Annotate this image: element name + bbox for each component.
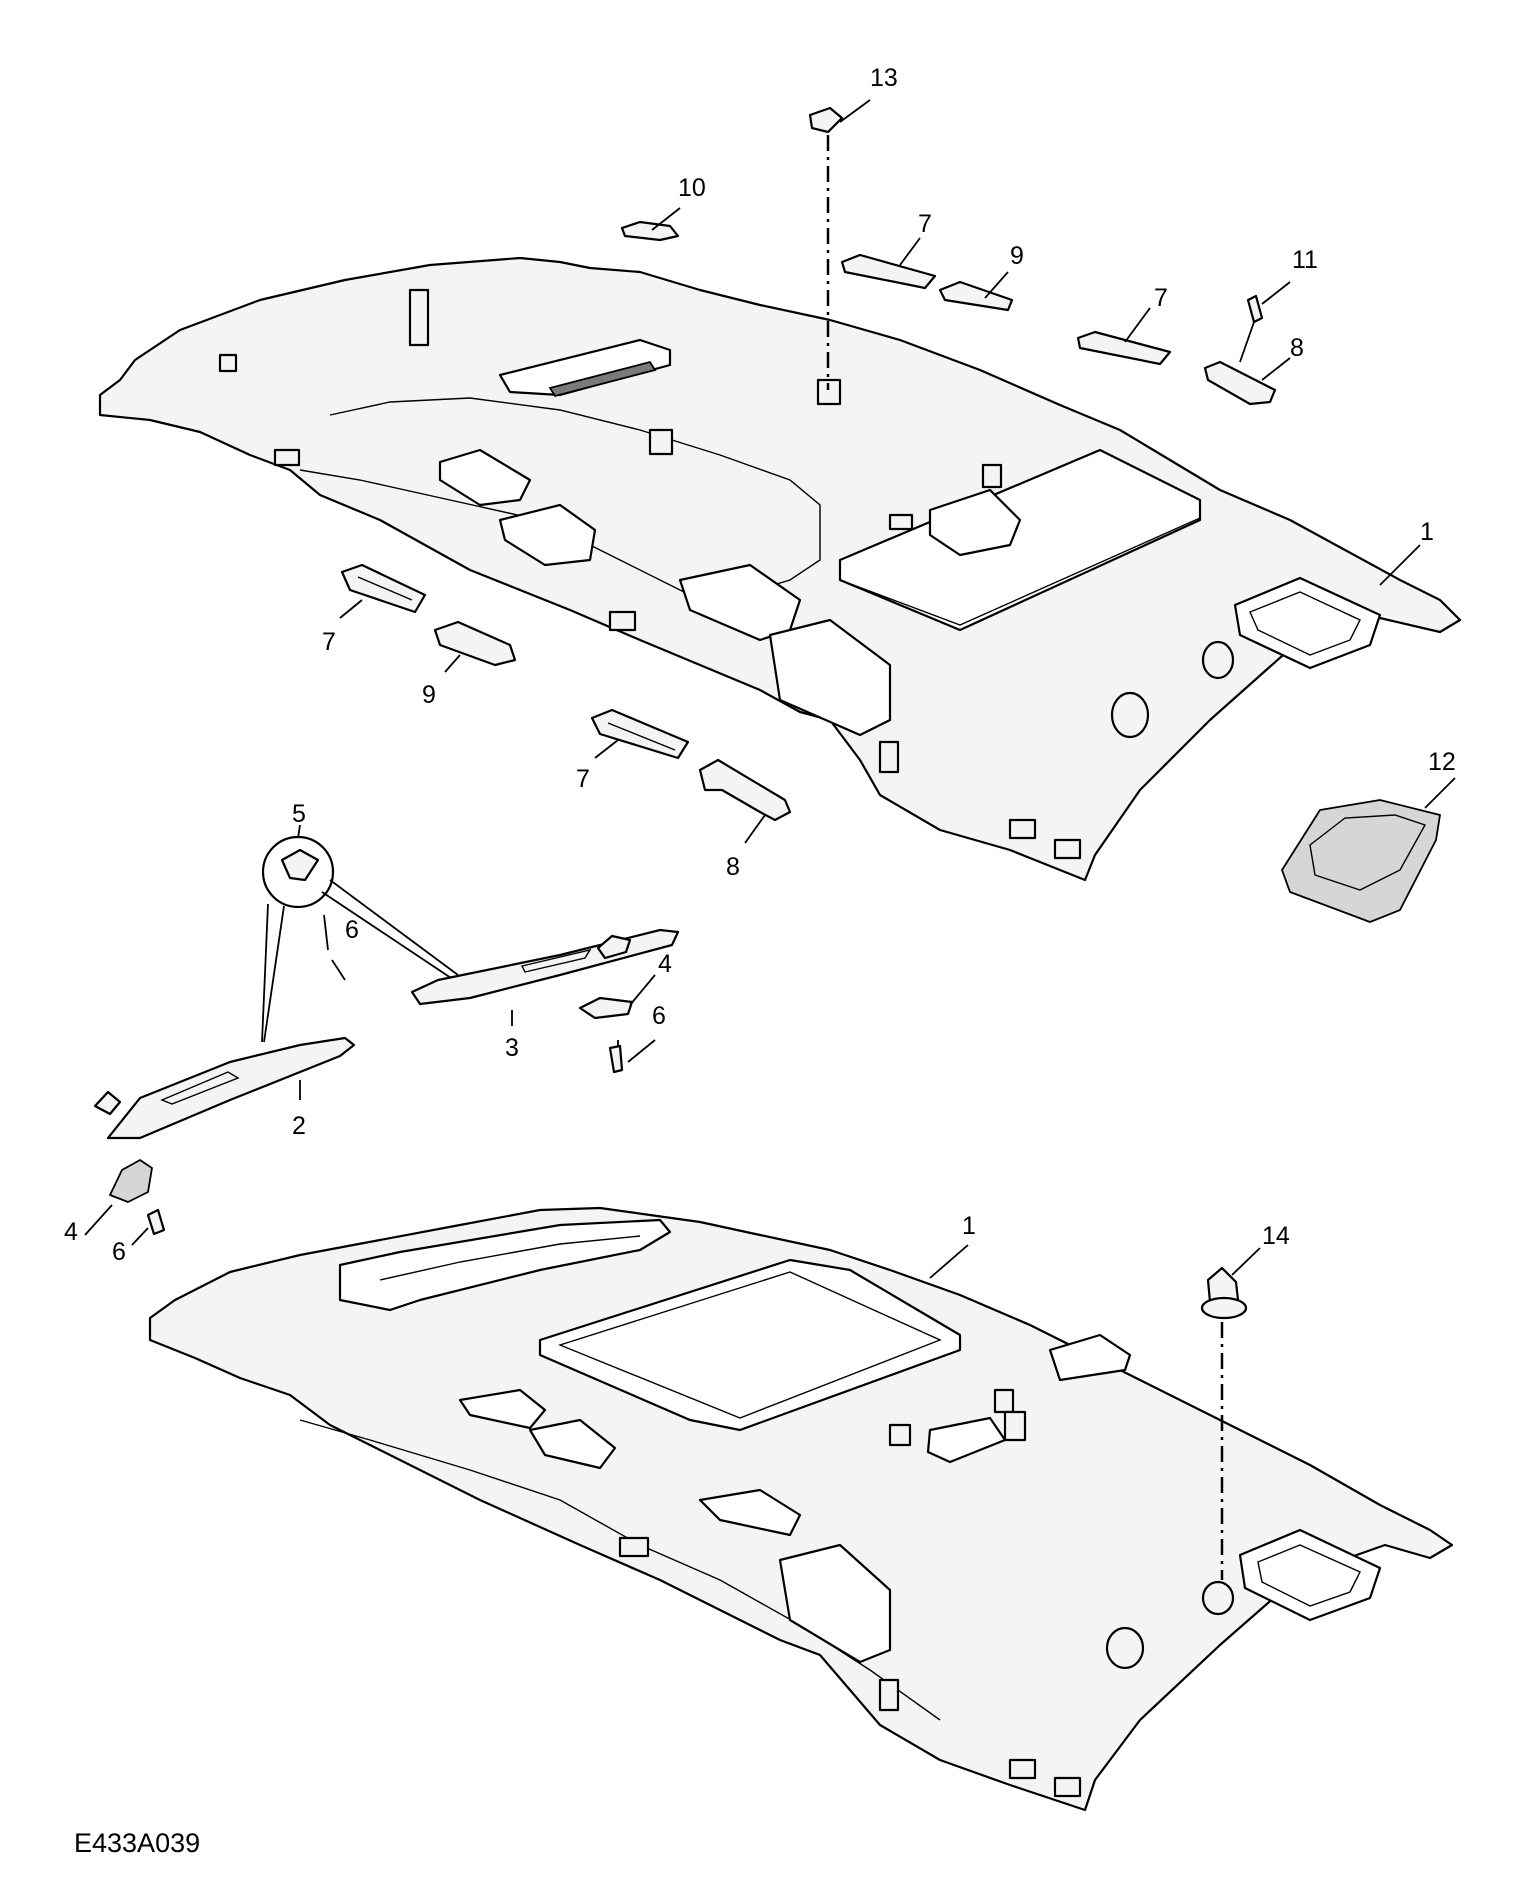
callout-13: 13 xyxy=(870,64,898,92)
part-2-sun-visor-left xyxy=(93,1036,356,1140)
callout-7: 7 xyxy=(918,210,932,238)
part-11-screw xyxy=(1239,294,1264,363)
callout-4: 4 xyxy=(658,950,672,978)
part-7-grille-c xyxy=(340,563,427,614)
part-7-grille-a xyxy=(840,253,937,290)
headliner-lower xyxy=(148,1206,1454,1812)
callout-6: 6 xyxy=(345,916,359,944)
part-8-grab-handle-a xyxy=(1203,360,1277,406)
callout-10: 10 xyxy=(678,174,706,202)
part-13-clip xyxy=(808,106,844,390)
part-9-clip-b xyxy=(433,620,517,667)
part-12-console xyxy=(1281,799,1441,923)
callout-7: 7 xyxy=(1154,284,1168,312)
part-10-grab-handle xyxy=(620,220,680,242)
part-6-screw-b xyxy=(146,1208,166,1236)
part-9-clip-a xyxy=(938,280,1014,312)
figure-reference: E433A039 xyxy=(74,1828,201,1858)
callout-9: 9 xyxy=(422,681,436,709)
callout-1: 1 xyxy=(962,1212,976,1240)
callout-labels: 13 10 7 9 7 11 8 1 7 9 7 8 12 5 6 4 6 3 … xyxy=(64,64,1456,1266)
callout-14: 14 xyxy=(1262,1222,1290,1250)
callout-6: 6 xyxy=(652,1002,666,1030)
callout-4: 4 xyxy=(64,1218,78,1246)
headliner-upper xyxy=(98,256,1462,882)
callout-6: 6 xyxy=(112,1238,126,1266)
part-3-sun-visor-right xyxy=(410,928,680,1006)
callout-5: 5 xyxy=(292,800,306,828)
callout-8: 8 xyxy=(1290,334,1304,362)
callout-7: 7 xyxy=(322,628,336,656)
callout-1: 1 xyxy=(1420,518,1434,546)
callout-11: 11 xyxy=(1292,246,1318,274)
part-7-grille-d xyxy=(590,708,690,760)
part-14-push-pin xyxy=(1200,1266,1248,1580)
callout-12: 12 xyxy=(1428,748,1456,776)
callout-9: 9 xyxy=(1010,242,1024,270)
leader-lines xyxy=(84,99,1456,1279)
callout-7: 7 xyxy=(576,765,590,793)
part-7-grille-b xyxy=(1076,330,1172,366)
part-6-screw-a xyxy=(323,914,329,951)
callout-2: 2 xyxy=(292,1112,306,1140)
callout-8: 8 xyxy=(726,853,740,881)
sun-visor-detail-circle xyxy=(261,835,459,1043)
part-4-clip-left xyxy=(109,1159,153,1203)
part-8-grab-handle-b xyxy=(698,758,792,822)
part-4-clip-right xyxy=(578,934,634,1074)
callout-3: 3 xyxy=(505,1034,519,1062)
